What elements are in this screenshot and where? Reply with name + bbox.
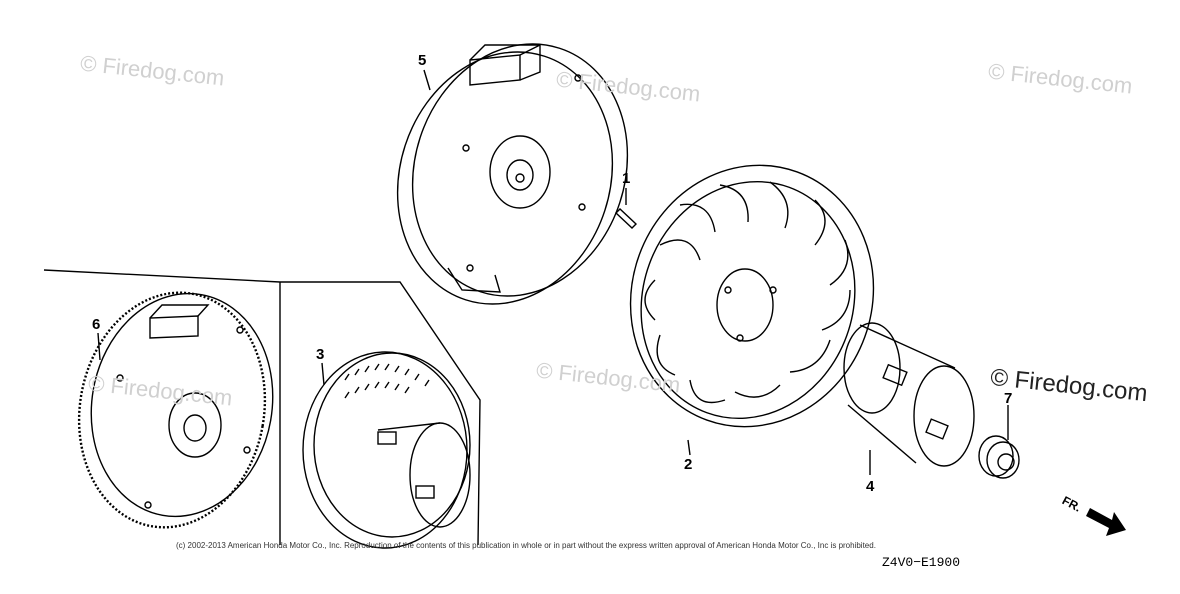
callout-3: 3 (316, 346, 325, 363)
leader-5 (423, 69, 431, 91)
diagram-code: Z4V0−E1900 (882, 555, 961, 570)
callout-4: 4 (866, 478, 875, 495)
key-part-1 (614, 208, 638, 229)
direction-arrow-icon (1086, 508, 1126, 536)
flywheel-part-6 (77, 291, 274, 529)
callout-2: 2 (684, 456, 693, 473)
callout-5: 5 (418, 52, 427, 69)
leader-3 (321, 362, 325, 386)
leader-6 (97, 332, 101, 361)
drum-part-3 (302, 351, 471, 549)
copyright-notice: (c) 2002-2013 American Honda Motor Co., … (176, 541, 876, 550)
callout-7: 7 (1004, 390, 1013, 407)
callout-6: 6 (92, 316, 101, 333)
nut-part-7 (978, 435, 1020, 479)
leader-2 (687, 439, 691, 456)
inset-frame (43, 269, 481, 546)
cup-part-4 (843, 322, 975, 467)
callout-1: 1 (622, 170, 631, 187)
flywheel-part-5 (396, 43, 629, 305)
fan-part-2 (629, 164, 875, 428)
